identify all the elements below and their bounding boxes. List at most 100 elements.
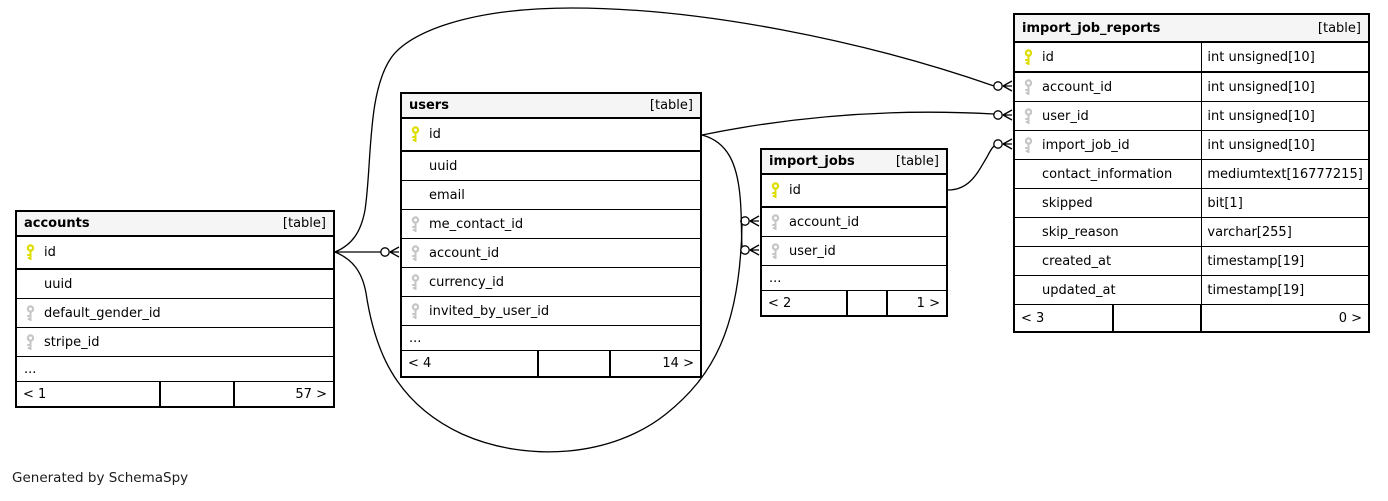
column-row-email: email (402, 181, 700, 210)
column-name: me_contact_id (429, 216, 524, 232)
foreign-key-icon (762, 242, 789, 260)
zero-circle-marker (993, 81, 1003, 91)
table-node-import_job_reports[interactable]: import_job_reports [table] id int unsigned[… (1013, 13, 1370, 333)
column-name: id (1042, 49, 1054, 65)
column-name: uuid (44, 276, 73, 292)
primary-key-icon (1015, 48, 1042, 66)
column-name: account_id (1042, 79, 1113, 95)
relationship-import_jobs.id-to-import_job_reports.import_job_id (947, 138, 1013, 191)
column-type: mediumtext[16777215] (1201, 160, 1368, 188)
column-type: varchar[255] (1201, 218, 1368, 246)
column-name: id (429, 127, 441, 142)
table-type-badge: [table] (1317, 20, 1361, 36)
column-row-user_id: user_id (762, 237, 946, 266)
table-type-badge: [table] (282, 216, 326, 231)
column-name: invited_by_user_id (429, 303, 550, 319)
footer-parents-count: < 4 (402, 351, 540, 376)
generator-note: Generated by SchemaSpy (12, 470, 189, 486)
table-type-badge: [table] (895, 154, 939, 169)
column-row-id: id (402, 119, 700, 152)
relationship-users.id-to-import_jobs.user_id (701, 134, 760, 256)
relationship-accounts.id-to-users.account_id (335, 246, 400, 258)
foreign-key-icon (762, 213, 789, 231)
footer-spacer (161, 382, 236, 406)
column-type: int unsigned[10] (1201, 102, 1368, 130)
column-type: int unsigned[10] (1201, 131, 1368, 159)
column-row-user_id: user_id int unsigned[10] (1015, 102, 1368, 131)
footer-children-count: 57 > (295, 386, 327, 402)
foreign-key-icon (402, 273, 429, 291)
column-name: skipped (1042, 195, 1093, 211)
column-name: account_id (789, 214, 860, 230)
table-footer: < 4 14 > (402, 351, 700, 376)
crows-foot-marker (389, 246, 400, 258)
crows-foot-marker (749, 215, 760, 227)
foreign-key-icon (17, 304, 44, 322)
table-title[interactable]: users (409, 98, 449, 113)
foreign-key-icon (402, 215, 429, 233)
zero-circle-marker (740, 216, 750, 226)
footer-parents-count: < 1 (17, 382, 161, 406)
column-row-skipped: skipped bit[1] (1015, 189, 1368, 218)
primary-key-icon (17, 244, 44, 261)
footer-children-count: 14 > (662, 356, 694, 371)
column-row-ellipsis: ... (762, 266, 946, 291)
column-name: stripe_id (44, 334, 100, 350)
table-header-users[interactable]: users[table] (402, 94, 700, 119)
zero-circle-marker (740, 245, 750, 255)
primary-key-icon (402, 126, 429, 143)
column-type: int unsigned[10] (1201, 73, 1368, 101)
column-row-currency_id: currency_id (402, 268, 700, 297)
column-name: default_gender_id (44, 305, 161, 321)
foreign-key-icon (1015, 107, 1042, 125)
relationship-users.id-to-import_job_reports.user_id (701, 109, 1013, 136)
column-row-default_gender_id: default_gender_id (17, 299, 333, 328)
zero-circle-marker (993, 110, 1003, 120)
column-row-skip_reason: skip_reason varchar[255] (1015, 218, 1368, 247)
column-name: uuid (429, 158, 458, 174)
column-row-contact_information: contact_information mediumtext[16777215] (1015, 160, 1368, 189)
table-footer: < 2 1 > (762, 291, 946, 315)
column-name: ... (769, 270, 782, 286)
table-title[interactable]: accounts (24, 216, 90, 231)
table-footer: < 1 57 > (17, 382, 333, 406)
table-title[interactable]: import_job_reports (1022, 20, 1161, 36)
column-row-id: id (762, 175, 946, 208)
column-name: user_id (1042, 108, 1089, 124)
column-name: ... (409, 330, 422, 346)
foreign-key-icon (402, 302, 429, 320)
column-row-uuid: uuid (402, 152, 700, 181)
column-name: skip_reason (1042, 224, 1119, 240)
footer-spacer (1114, 305, 1203, 331)
column-row-me_contact_id: me_contact_id (402, 210, 700, 239)
table-header-accounts[interactable]: accounts [table] (17, 212, 333, 237)
table-header-import_jobs[interactable]: import_jobs [table] (762, 150, 946, 175)
column-row-stripe_id: stripe_id (17, 328, 333, 357)
column-row-ellipsis: ... (17, 357, 333, 382)
column-name: id (44, 245, 56, 260)
table-title[interactable]: import_jobs (769, 154, 855, 169)
foreign-key-icon (402, 244, 429, 262)
column-row-account_id: account_id (402, 239, 700, 268)
footer-spacer (539, 351, 611, 376)
footer-children-count: 1 > (916, 295, 940, 311)
column-type: int unsigned[10] (1201, 43, 1368, 71)
column-name: user_id (789, 243, 836, 259)
column-row-account_id: account_id (762, 208, 946, 237)
column-type: bit[1] (1201, 189, 1368, 217)
column-row-uuid: uuid (17, 270, 333, 299)
column-row-id: id (17, 237, 333, 270)
column-name: contact_information (1042, 166, 1173, 182)
table-header-import_job_reports[interactable]: import_job_reports [table] (1015, 15, 1368, 43)
zero-circle-marker (993, 139, 1003, 149)
column-type: timestamp[19] (1201, 276, 1368, 304)
footer-spacer (848, 291, 889, 315)
footer-parents-count: < 2 (762, 291, 848, 315)
table-node-import_jobs[interactable]: import_jobs [table] id account_id user_id...… (760, 148, 948, 317)
